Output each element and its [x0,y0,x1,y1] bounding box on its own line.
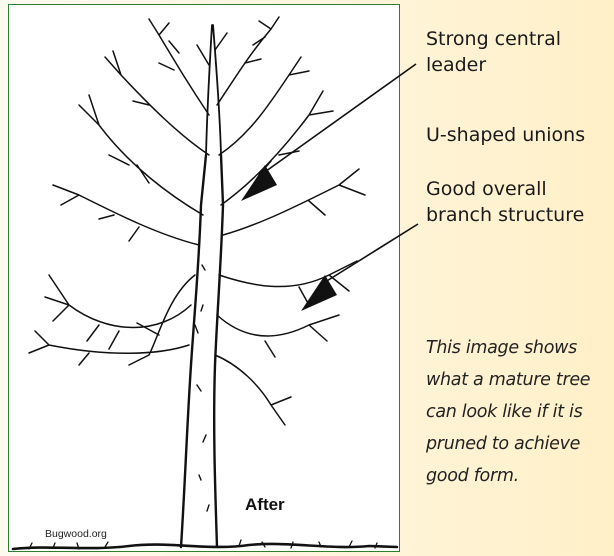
label-branch-structure: Good overall branch structure [426,176,584,228]
crown-branches-right [215,57,365,425]
image-credit: Bugwood.org [45,528,107,540]
arrowhead-structure [301,275,337,311]
arrowhead-leader [241,165,277,201]
crown-branches-left [29,51,209,365]
stage-label: After [245,495,285,515]
label-u-shaped-unions: U-shaped unions [426,122,585,148]
tree-illustration-panel: After Bugwood.org [8,4,400,552]
caption-note: This image shows what a mature tree can … [426,332,614,492]
tree-drawing [9,5,400,552]
ground-line [13,544,397,549]
bark-marks [195,265,209,511]
label-strong-central-leader: Strong central leader [426,26,561,78]
